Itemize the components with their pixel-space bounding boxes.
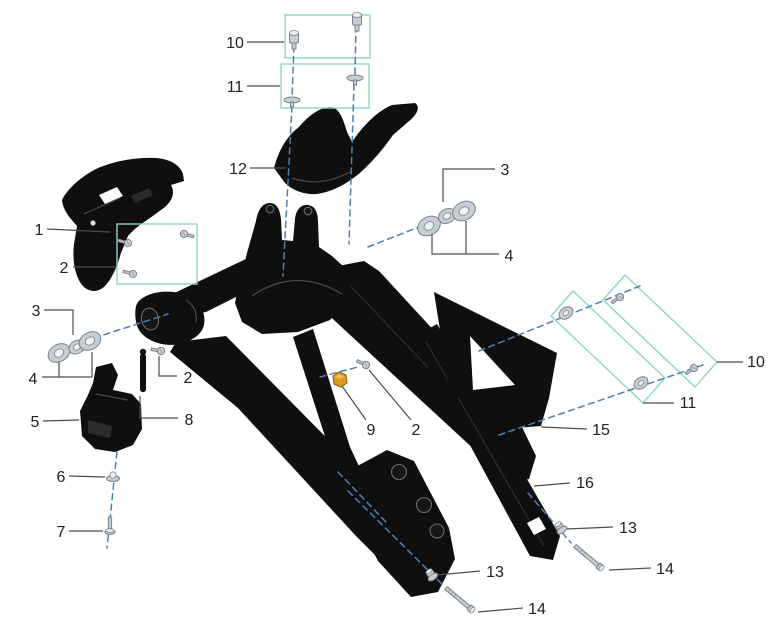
group-box-10-top (284, 14, 371, 59)
washer-small (633, 376, 649, 390)
part-number-label-10: 10 (747, 354, 765, 371)
part-number-label-4: 4 (505, 248, 514, 265)
part-number-label-16: 16 (576, 475, 594, 492)
push-washer (283, 96, 301, 108)
part-number-label-11: 11 (227, 79, 244, 96)
part-number-label-5: 5 (31, 414, 40, 431)
collar-nut (425, 568, 439, 582)
washer-small (558, 306, 574, 320)
pin-part-8 (139, 348, 147, 392)
small-screw (179, 229, 195, 239)
part-number-label-2: 2 (412, 422, 421, 439)
part-number-label-8: 8 (185, 412, 194, 429)
part-number-label-14: 14 (528, 601, 546, 618)
flange-nut (106, 471, 120, 482)
part-number-label-3: 3 (32, 303, 41, 320)
part-number-label-13: 13 (619, 520, 637, 537)
group-box-11-right (550, 289, 666, 405)
bolt (573, 543, 605, 572)
part-number-label-14: 14 (656, 561, 674, 578)
gold-nut (332, 371, 348, 388)
part-number-label-9: 9 (367, 422, 376, 439)
hardware-group-boxes (116, 14, 718, 405)
bolt (444, 585, 476, 614)
bracket-part-5 (80, 363, 142, 452)
group-box-10-right (602, 273, 718, 389)
collar-nut (554, 521, 568, 535)
socket-screw (289, 30, 299, 50)
part-number-label-10: 10 (226, 35, 244, 52)
group-box-2 (116, 223, 198, 285)
push-washer (346, 74, 364, 86)
swingarm-part (135, 203, 536, 597)
small-screw (150, 346, 166, 356)
part-number-label-7: 7 (57, 524, 66, 541)
part-number-label-12: 12 (229, 161, 247, 178)
assembly-dashed-lines (93, 25, 704, 587)
washer (78, 331, 102, 351)
part-number-label-15: 15 (592, 422, 610, 439)
part-number-label-4: 4 (29, 371, 38, 388)
washer (452, 200, 476, 222)
part-number-label-13: 13 (486, 564, 504, 581)
part-number-label-2: 2 (60, 260, 69, 277)
front-guard-part-12 (274, 103, 418, 195)
small-screw (117, 238, 133, 248)
part-number-label-6: 6 (57, 469, 66, 486)
small-screw (122, 269, 138, 279)
part-number-label-1: 1 (35, 222, 44, 239)
part-number-label-2: 2 (184, 370, 193, 387)
small-screw (610, 292, 625, 305)
small-screw (355, 359, 371, 370)
part-number-label-11: 11 (680, 395, 697, 412)
callout-leader-lines (42, 41, 743, 613)
part-number-label-3: 3 (501, 162, 510, 179)
small-screw (684, 363, 699, 376)
screw (104, 516, 116, 535)
socket-screw (352, 12, 362, 32)
group-box-11-top (280, 63, 370, 109)
fasteners (47, 12, 699, 614)
